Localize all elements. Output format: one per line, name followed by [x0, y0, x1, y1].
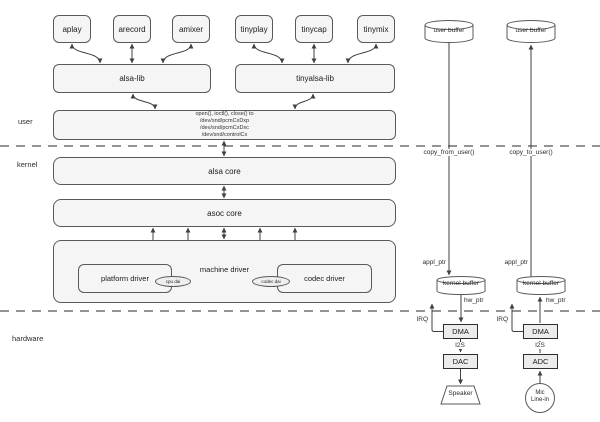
appl-ptr-capture-label: appl_ptr: [504, 259, 529, 266]
irq-playback-label: IRQ: [416, 316, 428, 323]
buffer-flow-arrows: [429, 43, 543, 385]
dma-capture-box: DMA: [523, 324, 558, 339]
codec-dai-ellipse: codec dai: [252, 276, 290, 287]
arrow-tinyalsalib-syscalls: [292, 93, 316, 110]
machine-driver-label: machine driver: [199, 265, 250, 274]
alsa-lib-box: alsa-lib: [53, 64, 211, 93]
mic-label-line1: Mic: [535, 390, 545, 396]
dac-box: DAC: [443, 354, 478, 369]
arrow-alsalib-syscalls: [130, 93, 158, 110]
layer-label-user: user: [18, 117, 33, 126]
codec-driver-box: codec driver: [277, 264, 372, 293]
arrow-amixer-alsalib: [160, 43, 194, 64]
tinyalsa-lib-box: tinyalsa-lib: [235, 64, 395, 93]
copy-to-user-label: copy_to_user(): [508, 149, 554, 156]
speaker-shape: [440, 385, 481, 405]
user-buffer-capture-label: user buffer: [515, 27, 547, 34]
kernel-buffer-playback-cylinder-rim: [436, 279, 486, 284]
mic-label-line2: Line-in: [530, 396, 549, 403]
app-box-amixer: amixer: [172, 15, 210, 43]
app-box-tinycap: tinycap: [295, 15, 333, 43]
kernel-buffer-capture-cylinder: [516, 276, 566, 295]
arrow-tinyplay-tinyalsalib: [251, 43, 285, 64]
user-buffer-playback-cylinder-rim: [424, 24, 474, 30]
syscall-line-3: /dev/snd/pcmCxDxc: [200, 125, 249, 131]
dma-playback-box: DMA: [443, 324, 478, 339]
syscall-line-1: open(), ioctl(), close() to: [195, 111, 254, 118]
hw-ptr-playback-label: hw_ptr: [464, 297, 484, 304]
hw-ptr-capture-label: hw_ptr: [546, 297, 566, 304]
arrow-aplay-alsalib: [69, 43, 103, 64]
kernel-buffer-playback-cylinder: [436, 276, 486, 295]
mic-line-in-label: Mic Line-in: [525, 390, 555, 403]
user-buffer-playback-label: user buffer: [433, 27, 465, 34]
app-box-arecord: arecord: [113, 15, 151, 43]
kernel-buffer-capture-cylinder-rim: [516, 279, 566, 284]
copy-from-user-label: copy_from_user(): [422, 149, 476, 156]
i2s-capture-label: I2S: [534, 342, 546, 349]
kernel-buffer-playback-label: kernel buffer: [442, 280, 479, 287]
mic-shape: [525, 383, 555, 413]
kernel-buffer-capture-label: kernel buffer: [522, 280, 559, 287]
syscall-line-4: /dev/snd/controlCx: [201, 131, 248, 138]
arrow-dma-irq-capture: [509, 303, 523, 332]
user-buffer-capture-cylinder: [506, 20, 556, 43]
syscall-box: open(), ioctl(), close() to /dev/snd/pcm…: [53, 110, 396, 140]
app-box-aplay: aplay: [53, 15, 91, 43]
cpu-dai-ellipse: cpu dai: [155, 276, 191, 287]
irq-capture-label: IRQ: [496, 316, 508, 323]
buffer-cylinders: [424, 20, 566, 295]
appl-ptr-playback-label: appl_ptr: [422, 259, 447, 266]
i2s-playback-label: I2S: [454, 342, 466, 349]
arrow-dma-irq-playback: [429, 303, 443, 332]
layer-label-kernel: kernel: [17, 160, 38, 169]
adc-box: ADC: [523, 354, 558, 369]
layer-label-hardware: hardware: [12, 334, 44, 343]
app-box-tinymix: tinymix: [357, 15, 395, 43]
platform-driver-box: platform driver: [78, 264, 172, 293]
asoc-core-box: asoc core: [53, 199, 396, 227]
alsa-core-box: alsa core: [53, 157, 396, 185]
speaker-label: Speaker: [448, 390, 473, 397]
arrow-tinymix-tinyalsalib: [345, 43, 379, 64]
user-buffer-playback-cylinder: [424, 20, 474, 43]
app-box-tinyplay: tinyplay: [235, 15, 273, 43]
user-buffer-capture-cylinder-rim: [506, 24, 556, 30]
syscall-line-2: /dev/snd/pcmCxDxp: [199, 118, 250, 125]
